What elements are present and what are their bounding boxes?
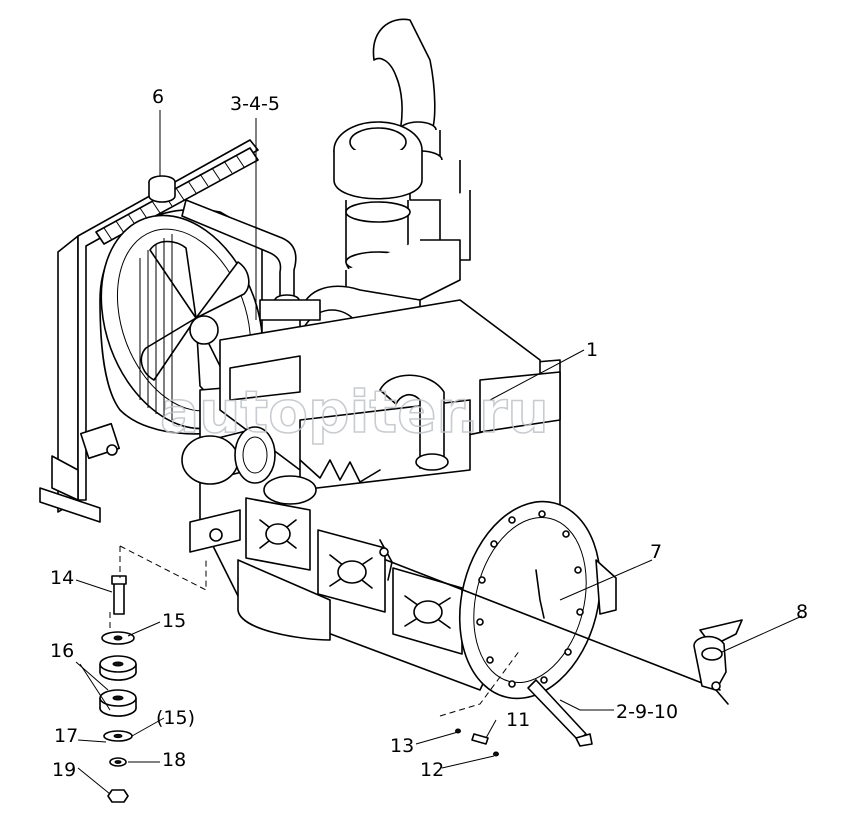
control-lever — [693, 619, 743, 705]
callout-18: 18 — [162, 749, 186, 771]
callout-14: 14 — [50, 567, 74, 589]
watermark-text: autopiter.ru — [160, 378, 549, 446]
callout-7: 7 — [650, 541, 662, 563]
spring-washer — [109, 757, 127, 767]
upper-hose — [181, 199, 321, 321]
callout-12: 12 — [420, 759, 444, 781]
callout-15: 15 — [162, 610, 186, 632]
callout-labels: 6 3-4-5 1 7 8 2-9-10 11 13 12 14 15 16 (… — [50, 86, 808, 781]
callout-6: 6 — [152, 86, 164, 108]
mount-hardware — [99, 575, 137, 803]
washer — [103, 730, 133, 742]
flywheel-housing — [458, 500, 617, 747]
callout-15-paren: (15) — [156, 707, 195, 729]
callout-17: 17 — [54, 725, 78, 747]
fastener-set — [455, 728, 499, 757]
callout-3-4-5: 3-4-5 — [230, 93, 280, 115]
washer — [101, 631, 135, 645]
mount-bolt — [111, 575, 127, 615]
callout-8: 8 — [796, 601, 808, 623]
callout-16: 16 — [50, 640, 74, 662]
callout-13: 13 — [390, 735, 414, 757]
rubber-mount — [99, 689, 137, 717]
callout-2-9-10: 2-9-10 — [616, 701, 678, 723]
nut — [107, 789, 129, 803]
control-rod — [379, 539, 721, 691]
callout-19: 19 — [52, 759, 76, 781]
callout-1: 1 — [586, 339, 598, 361]
engine-block — [181, 299, 561, 691]
leader-lines — [75, 110, 803, 795]
callout-11: 11 — [506, 709, 530, 731]
inspection-cover — [245, 497, 311, 571]
rubber-mount — [99, 655, 137, 681]
inspection-cover — [317, 529, 386, 613]
dashed-lines — [109, 545, 521, 717]
